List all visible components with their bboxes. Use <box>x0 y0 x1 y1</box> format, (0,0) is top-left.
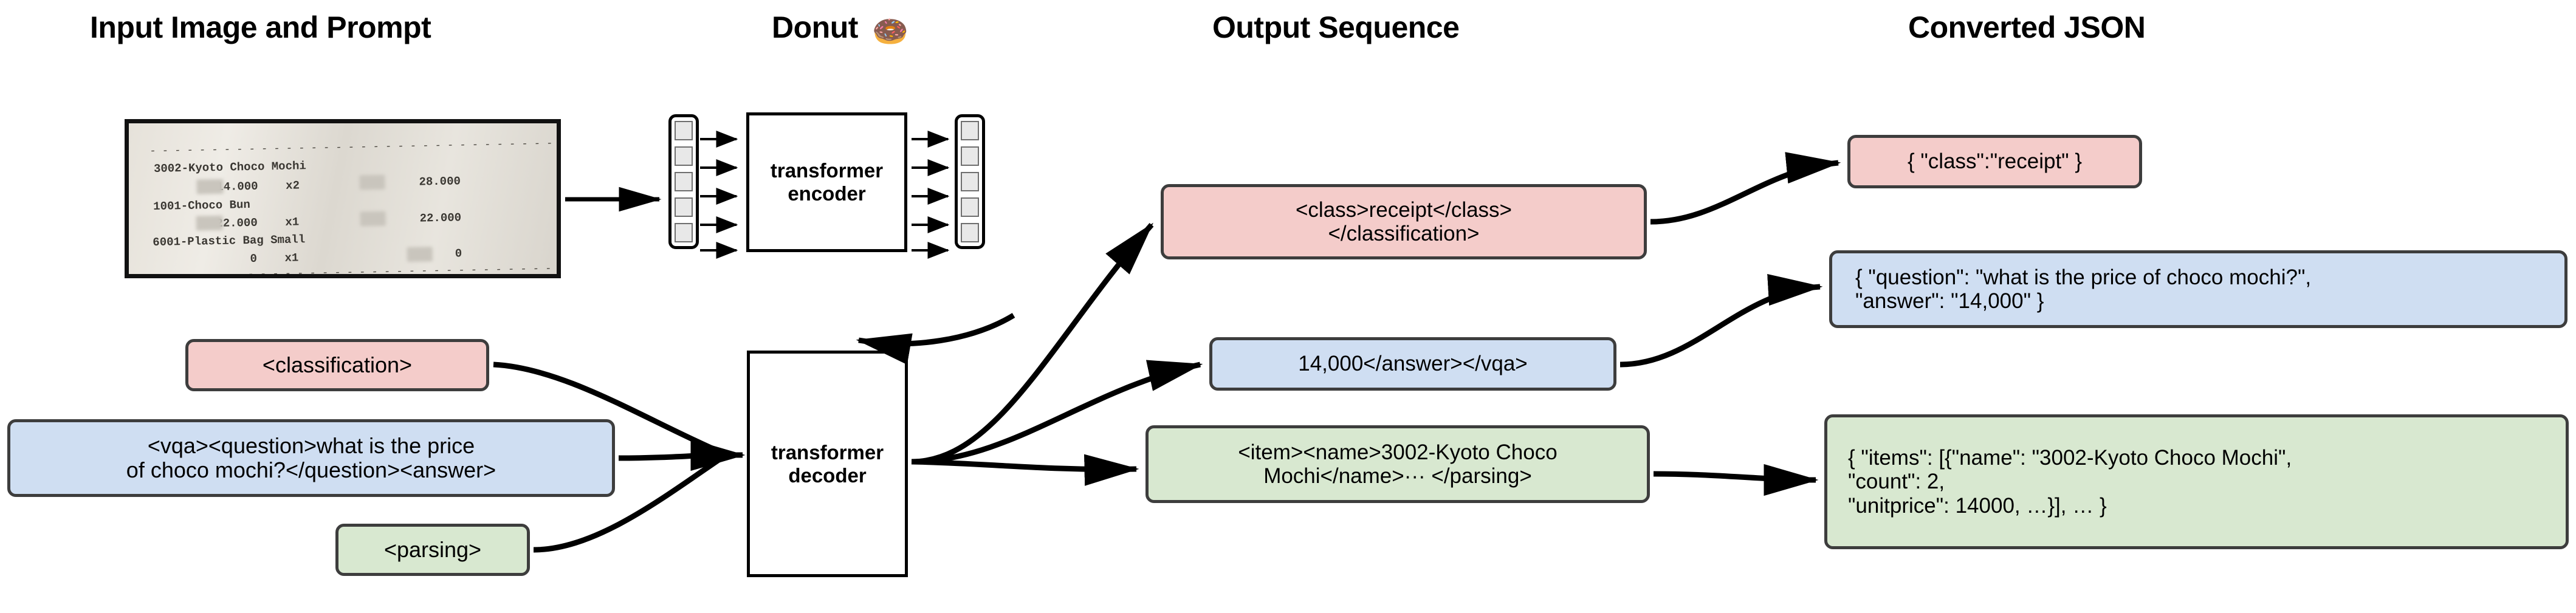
transformer-decoder-label: transformer decoder <box>771 440 884 487</box>
output-parsing-box[interactable]: <item><name>3002-Kyoto Choco Mochi</name… <box>1145 425 1650 503</box>
receipt-line: 14.000 x2 <box>154 179 300 195</box>
encoded-token <box>961 121 979 140</box>
prompt-vqa-label: <vqa><question>what is the price of choc… <box>126 433 496 482</box>
output-vqa-box[interactable]: 14,000</answer></vqa> <box>1209 337 1616 391</box>
receipt-top-divider: - - - - - - - - - - - - - - - - - - - - … <box>149 138 553 158</box>
encoder-input-token-strip <box>668 114 699 249</box>
prompt-classification-box[interactable]: <classification> <box>185 339 489 391</box>
patch-token <box>675 223 693 242</box>
header-label: Donut <box>772 10 858 44</box>
json-classification-label: { "class":"receipt" } <box>1907 149 2083 174</box>
output-classification-label: <class>receipt</class> </classification> <box>1295 197 1512 245</box>
prompt-classification-label: <classification> <box>262 352 413 377</box>
header-converted-json: Converted JSON <box>1908 10 2146 45</box>
arrow-output-classification-to-json <box>1650 152 1841 225</box>
patch-token <box>675 172 693 191</box>
receipt-line-price: 0 <box>455 247 462 261</box>
patch-token <box>675 146 693 166</box>
arrow-prompt-vqa-to-decoder <box>618 451 724 461</box>
header-label: Converted JSON <box>1908 10 2146 44</box>
receipt-line: 3002-Kyoto Choco Mochi <box>153 159 307 176</box>
arrow-decoder-to-output-parsing <box>911 454 1139 486</box>
arrow-output-parsing-to-json <box>1653 464 1819 496</box>
receipt-line-price: 28.000 <box>419 174 461 189</box>
redaction-block <box>196 215 223 231</box>
receipt-paper <box>129 123 557 274</box>
arrow-encoder-output-to-decoder <box>856 313 1015 365</box>
receipt-text-layer: - - - - - - - - - - - - - - - - - - - - … <box>129 123 557 274</box>
arrow-decoder-to-output-classification <box>911 222 1154 465</box>
receipt-line: 1001-Choco Bun <box>153 197 251 213</box>
encoded-token <box>961 146 979 166</box>
output-classification-box[interactable]: <class>receipt</class> </classification> <box>1161 184 1647 259</box>
receipt-line: 6001-Plastic Bag Small <box>153 233 306 250</box>
transformer-encoder-label: transformer encoder <box>770 159 884 205</box>
redaction-block <box>360 211 386 227</box>
redaction-block <box>196 179 224 194</box>
patch-token <box>675 197 693 217</box>
prompt-vqa-box[interactable]: <vqa><question>what is the price of choc… <box>7 419 615 497</box>
patch-token <box>675 121 693 140</box>
encoded-token <box>961 223 979 242</box>
json-vqa-label: { "question": "what is the price of choc… <box>1855 265 2312 313</box>
arrow-output-vqa-to-json <box>1619 274 1823 368</box>
redaction-block <box>407 247 433 262</box>
encoder-output-token-strip <box>955 114 985 249</box>
transformer-decoder-block: transformer decoder <box>747 351 908 577</box>
header-output-sequence: Output Sequence <box>1212 10 1460 45</box>
json-vqa-box[interactable]: { "question": "what is the price of choc… <box>1829 250 2567 328</box>
header-input-image-and-prompt: Input Image and Prompt <box>90 10 431 45</box>
transformer-encoder-block: transformer encoder <box>746 112 907 252</box>
encoded-token <box>961 197 979 217</box>
header-label: Input Image and Prompt <box>90 10 431 44</box>
redaction-block <box>359 174 385 190</box>
json-parsing-box[interactable]: { "items": [{"name": "3002-Kyoto Choco M… <box>1824 414 2569 549</box>
receipt-line-price: 22.000 <box>419 211 462 225</box>
prompt-parsing-box[interactable]: <parsing> <box>335 524 530 576</box>
receipt-line: 0 x1 <box>153 251 299 268</box>
receipt-line: 22.000 x1 <box>153 215 300 231</box>
output-parsing-label: <item><name>3002-Kyoto Choco Mochi</name… <box>1238 440 1558 488</box>
receipt-input-image: - - - - - - - - - - - - - - - - - - - - … <box>125 119 561 278</box>
json-parsing-label: { "items": [{"name": "3002-Kyoto Choco M… <box>1848 446 2292 518</box>
donut-emoji-icon: 🍩 <box>872 16 908 48</box>
encoded-token <box>961 172 979 191</box>
output-vqa-label: 14,000</answer></vqa> <box>1298 352 1528 376</box>
header-donut: Donut 🍩 <box>772 10 908 49</box>
prompt-parsing-label: <parsing> <box>383 536 482 562</box>
json-classification-box[interactable]: { "class":"receipt" } <box>1847 135 2142 188</box>
header-label: Output Sequence <box>1212 10 1460 44</box>
